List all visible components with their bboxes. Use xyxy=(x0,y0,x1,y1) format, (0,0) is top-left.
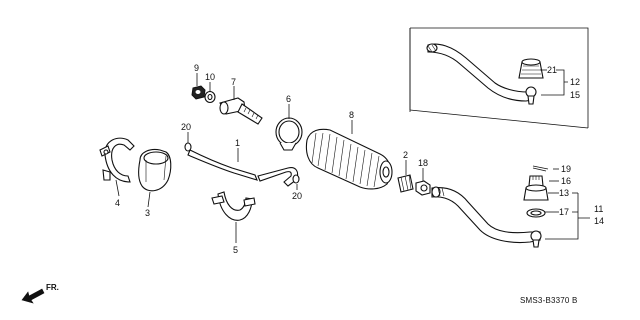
tube-bracket-part-5 xyxy=(211,191,256,221)
inset-ball-stud xyxy=(525,86,537,105)
front-direction-arrow: FR. xyxy=(21,283,59,304)
callout-4: 4 xyxy=(115,198,120,208)
callout-20-left: 20 xyxy=(181,122,191,132)
diagram-code: SMS3-B3370 B xyxy=(520,296,578,305)
callout-3: 3 xyxy=(145,208,150,218)
boot-part-13 xyxy=(523,184,549,201)
bracket-part-4 xyxy=(99,137,135,183)
rack-boot-part-8 xyxy=(305,128,393,190)
tie-rod-end-main xyxy=(431,186,542,248)
inset-tie-rod-end xyxy=(426,43,533,102)
tube-part-1 xyxy=(187,149,299,187)
callout-10: 10 xyxy=(205,72,215,82)
front-direction-label: FR. xyxy=(46,283,59,292)
callout-19: 19 xyxy=(561,164,571,174)
cotter-pin-part-19 xyxy=(532,165,549,172)
callout-1: 1 xyxy=(235,138,240,148)
callout-8: 8 xyxy=(349,110,354,120)
callout-2: 2 xyxy=(403,150,408,160)
callout-13: 13 xyxy=(559,188,569,198)
clip-part-17 xyxy=(526,208,546,218)
nut-part-9 xyxy=(191,85,206,100)
callout-6: 6 xyxy=(286,94,291,104)
callout-12: 12 xyxy=(570,77,580,87)
nut-part-18 xyxy=(415,180,431,196)
bellows-part-2 xyxy=(397,174,414,193)
callout-7: 7 xyxy=(231,77,236,87)
leader-lines xyxy=(115,69,590,243)
callouts: 9 10 7 6 8 20 1 4 3 2 18 20 5 21 12 15 1… xyxy=(115,63,604,255)
inset-boot xyxy=(518,58,544,79)
callout-5: 5 xyxy=(233,245,238,255)
inset-frame xyxy=(409,27,589,129)
callout-16: 16 xyxy=(561,176,571,186)
callout-14: 14 xyxy=(594,216,604,226)
hose-clip-part-20-right xyxy=(292,174,300,184)
bushing-part-3 xyxy=(138,148,172,192)
washer-part-10 xyxy=(204,90,216,104)
clamp-part-6 xyxy=(275,117,303,151)
callout-20-right: 20 xyxy=(292,191,302,201)
callout-18: 18 xyxy=(418,158,428,168)
callout-11: 11 xyxy=(594,204,603,214)
tie-rod-part-7 xyxy=(219,97,263,125)
callout-15: 15 xyxy=(570,90,580,100)
callout-9: 9 xyxy=(194,63,199,73)
callout-17: 17 xyxy=(559,207,569,217)
callout-21: 21 xyxy=(547,65,557,75)
